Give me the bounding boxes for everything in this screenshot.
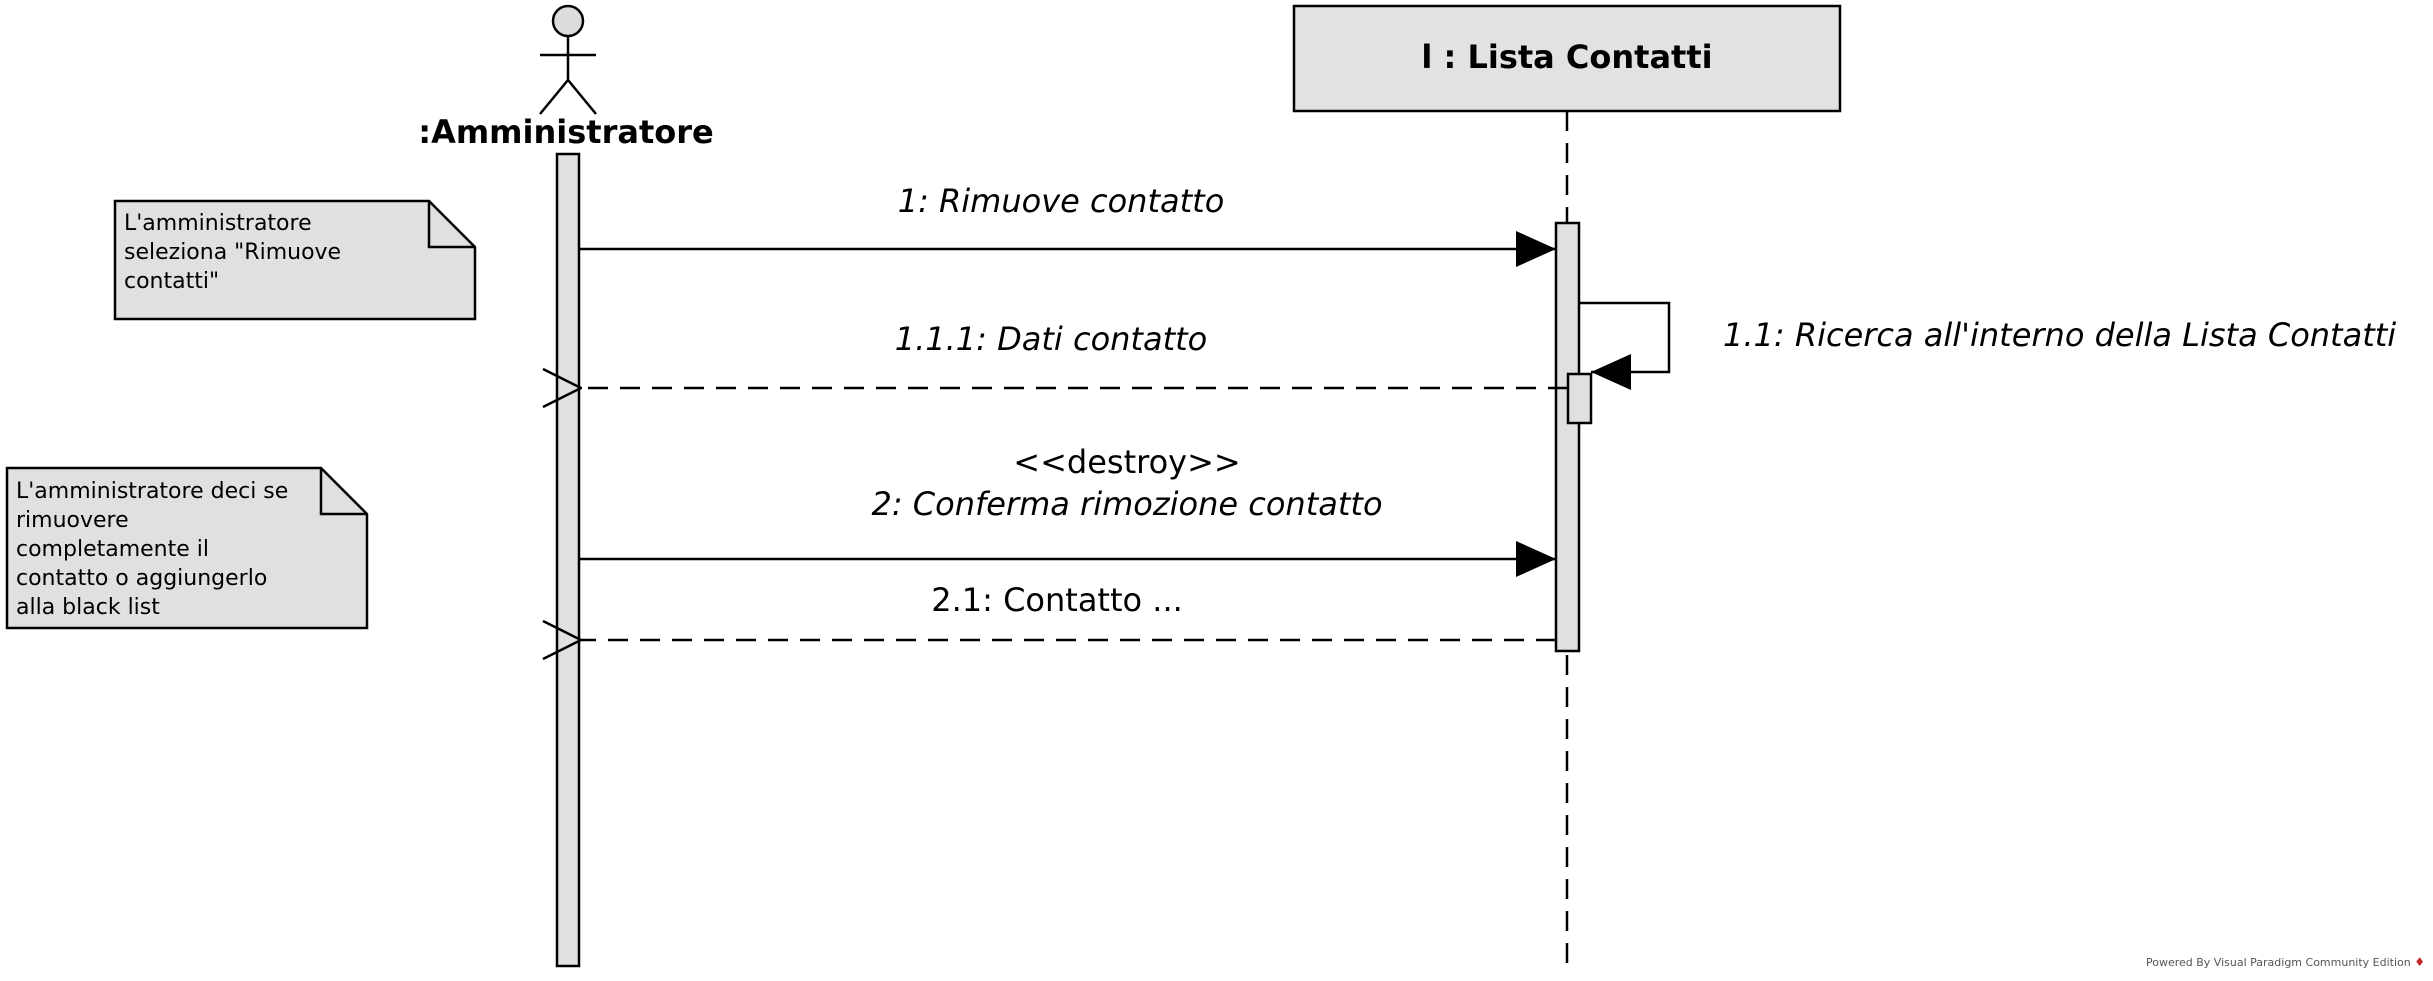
- note-1-line: seleziona "Rimuove: [124, 240, 342, 265]
- object-lifeline-box: [1292, 4, 1842, 113]
- note-2-text: L'amministratore deci se rimuovere compl…: [16, 477, 288, 622]
- actor-activation-bar: [555, 152, 581, 968]
- actor-icon: [539, 4, 597, 115]
- message-1-1-1-label: 1.1.1: Dati contatto: [895, 320, 1208, 358]
- note-1-line: contatti": [124, 269, 220, 294]
- footer: Powered By Visual Paradigm Community Edi…: [2146, 955, 2425, 969]
- note-2-line: completamente il: [16, 537, 209, 562]
- note-2-line: L'amministratore deci se: [16, 479, 289, 504]
- visual-paradigm-logo-icon: ♦: [2414, 955, 2425, 969]
- note-1-shape: [113, 199, 477, 321]
- footer-text: Powered By Visual Paradigm Community Edi…: [2145, 956, 2411, 969]
- message-2-1-label: 2.1: Contatto ...: [931, 581, 1183, 619]
- message-1-1-arrow: [1579, 301, 1671, 390]
- note-1-text: L'amministratore seleziona "Rimuove cont…: [124, 209, 341, 296]
- message-2-stereotype: <<destroy>>: [1013, 443, 1240, 481]
- message-2-label: 2: Conferma rimozione contatto: [871, 485, 1382, 523]
- object-lifeline-label: l : Lista Contatti: [1421, 38, 1712, 76]
- note-1-line: L'amministratore: [124, 211, 312, 236]
- message-1-1-label: 1.1: Ricerca all'interno della Lista Con…: [1723, 316, 2396, 354]
- note-2-line: alla black list: [16, 595, 160, 620]
- note-2-line: rimuovere: [16, 508, 129, 533]
- message-1-label: 1: Rimuove contatto: [898, 182, 1225, 220]
- actor-label: :Amministratore: [418, 113, 713, 151]
- note-2-shape: [5, 466, 369, 630]
- nested-activation-bar: [1566, 372, 1593, 425]
- object-activation-bar: [1554, 221, 1581, 653]
- note-2-line: contatto o aggiungerlo: [16, 566, 268, 591]
